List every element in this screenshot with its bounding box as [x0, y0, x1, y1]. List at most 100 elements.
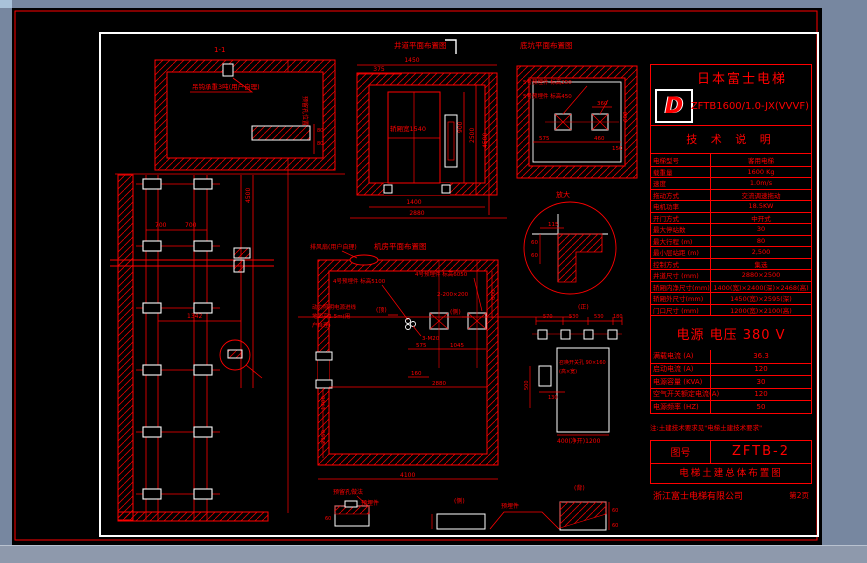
- dim-text: 600: [491, 289, 497, 300]
- dim-text: 700: [185, 222, 197, 229]
- tech-spec-header: 技 术 说 明: [650, 126, 812, 154]
- drawing-outer-border: [14, 10, 819, 541]
- dim-text: 2880: [432, 381, 446, 387]
- panel-title: 井道平面布置图: [394, 40, 447, 50]
- dim-text: 900: [457, 121, 464, 133]
- embedded-part-details: 预留孔做法 预埋件 60 (侧) 预埋件 (背) 60 60: [325, 484, 618, 531]
- detail-label: 放大: [556, 190, 570, 199]
- side-note: 预留孔位置: [301, 96, 309, 126]
- hook-note: 吊钩承重3吨(用户自理): [192, 82, 260, 91]
- embed-note: 5号预埋件 标高250: [523, 78, 572, 86]
- car-width-label: 轿厢宽1540: [390, 124, 426, 133]
- power-inlet-note: 户自理): [312, 321, 331, 329]
- status-bar: [0, 545, 867, 563]
- dim-text: 80: [317, 128, 323, 134]
- dim-text: 4100: [400, 472, 415, 479]
- spec-row: 门口尺寸 (mm)1200(宽)×2100(高): [651, 303, 811, 315]
- switch-hole-note: 召唤开关孔 90×160: [559, 359, 606, 366]
- dim-text: 500: [524, 380, 530, 390]
- embedded-plates: [545, 113, 619, 131]
- spec-row: 电梯型号客用电梯: [651, 154, 811, 166]
- dim-text: 2150: [321, 430, 327, 444]
- window-corner-tile: [0, 0, 12, 8]
- bracket-detail-circle: [219, 339, 251, 371]
- detail-label: 预埋件: [361, 499, 379, 507]
- dim-text: 575: [539, 136, 550, 142]
- section-label: 1-1: [214, 46, 225, 54]
- drawing-canvas[interactable]: 吊钩承重3吨(用户自理) 预留孔位置 80 80 1-1: [12, 8, 822, 545]
- dim-text: 570: [543, 314, 553, 320]
- spec-row: 空气开关额定电流(A)120: [651, 387, 811, 400]
- brand-name: 日本富士电梯: [697, 72, 788, 87]
- spec-row: 拖动方式交流调速拖动: [651, 188, 811, 200]
- view-marker: (背): [574, 484, 585, 492]
- dim-text: 530: [569, 314, 579, 320]
- view-marker: (顶): [376, 307, 387, 314]
- dim-text: 160: [411, 371, 422, 377]
- embed-note: 5号预埋件 标高450: [523, 92, 572, 100]
- spec-row: 最小层站距 (m)2,500: [651, 246, 811, 258]
- embed-note: 4号预埋件 标高5100: [333, 277, 386, 285]
- dim-text: 4500: [482, 133, 489, 148]
- dim-text: 60: [612, 508, 618, 514]
- dim-text: 60: [531, 240, 538, 246]
- spec-row: 启动电流 (A)120: [651, 362, 811, 375]
- spec-row: 开门方式中开式: [651, 211, 811, 223]
- dim-text: 4500: [245, 188, 252, 203]
- dim-text: 180: [613, 314, 623, 320]
- bolts-note: 3-M20: [422, 336, 440, 342]
- title-block: D 日本富士电梯 ZFTB1600/1.0-JX(VVVF) 技 术 说 明 电…: [650, 64, 812, 530]
- dim-text: 360: [597, 101, 608, 107]
- detail-label: 预埋件: [501, 502, 519, 510]
- fuji-logo: D: [655, 89, 693, 123]
- elevator-car: 轿厢宽1540: [387, 91, 441, 184]
- dim-text: 150: [612, 146, 623, 152]
- view-marker: (正): [578, 304, 589, 311]
- spec-row: 满载电流 (A)36.3: [651, 350, 811, 363]
- dim-text: 600: [623, 111, 629, 122]
- exhaust-fan: [349, 254, 379, 266]
- fuji-logo-letter: D: [664, 93, 684, 119]
- shaft-plan-panel: 井道平面布置图 轿厢宽1540 1450 375 1400 2880 900 2…: [350, 39, 507, 219]
- dim-text: 2880: [409, 210, 424, 217]
- landing-entrance-detail: (正) 570 530 530 180 召唤开关孔 90×160 (高×宽) 1…: [524, 304, 623, 445]
- title-block-header: D 日本富士电梯 ZFTB1600/1.0-JX(VVVF): [650, 64, 812, 126]
- dim-text: 60: [531, 253, 538, 259]
- fan-note: 排风扇(用户自理): [310, 243, 357, 251]
- company-row: 浙江富士电梯有限公司 第2页: [650, 484, 812, 508]
- enlarged-detail-circle: 放大 115 60 60: [523, 190, 617, 295]
- power-voltage-header: 电源 电压 380 V: [650, 316, 812, 350]
- dim-text: 130: [548, 395, 558, 401]
- sheet-border-frame: [99, 32, 819, 537]
- section-cut-mark: [445, 39, 457, 54]
- dim-text: 60: [325, 516, 331, 522]
- spec-row: 电源容量 (KVA)30: [651, 375, 811, 388]
- switch-hole-note: (高×宽): [559, 368, 577, 375]
- power-spec-table: 满载电流 (A)36.3 启动电流 (A)120 电源容量 (KVA)30 空气…: [650, 350, 812, 414]
- counterweight: [444, 114, 458, 168]
- dim-text: 530: [594, 314, 604, 320]
- cad-drawing: 吊钩承重3吨(用户自理) 预留孔位置 80 80 1-1: [14, 10, 819, 541]
- dim-text: 1700: [321, 396, 327, 410]
- pit-plan-panel: 底坑平面布置图 5号预埋件 标高250 5号预埋件 标高450 360 575 …: [516, 40, 638, 179]
- dim-text: 375: [373, 66, 385, 73]
- shaft-elevation-panel: 700 700 1342 4500: [110, 174, 274, 522]
- view-marker: (侧): [454, 497, 465, 505]
- drawing-number-label: 图号: [651, 440, 711, 463]
- dim-text: 1342: [187, 313, 202, 320]
- elevator-model: ZFTB1600/1.0-JX(VVVF): [690, 101, 809, 112]
- power-inlet-note: 地面高1.5m(用: [312, 312, 350, 320]
- drawing-number-row: 图号 ZFTB-2: [650, 439, 812, 464]
- dim-text: 2500: [469, 128, 476, 143]
- panel-title: 底坑平面布置图: [520, 40, 573, 50]
- civil-works-note: 注:土建技术要求见"电梯土建技术要求": [650, 423, 763, 432]
- dim-text: 115: [548, 222, 559, 228]
- dim-text: 460: [594, 136, 605, 142]
- dim-text: 575: [416, 343, 427, 349]
